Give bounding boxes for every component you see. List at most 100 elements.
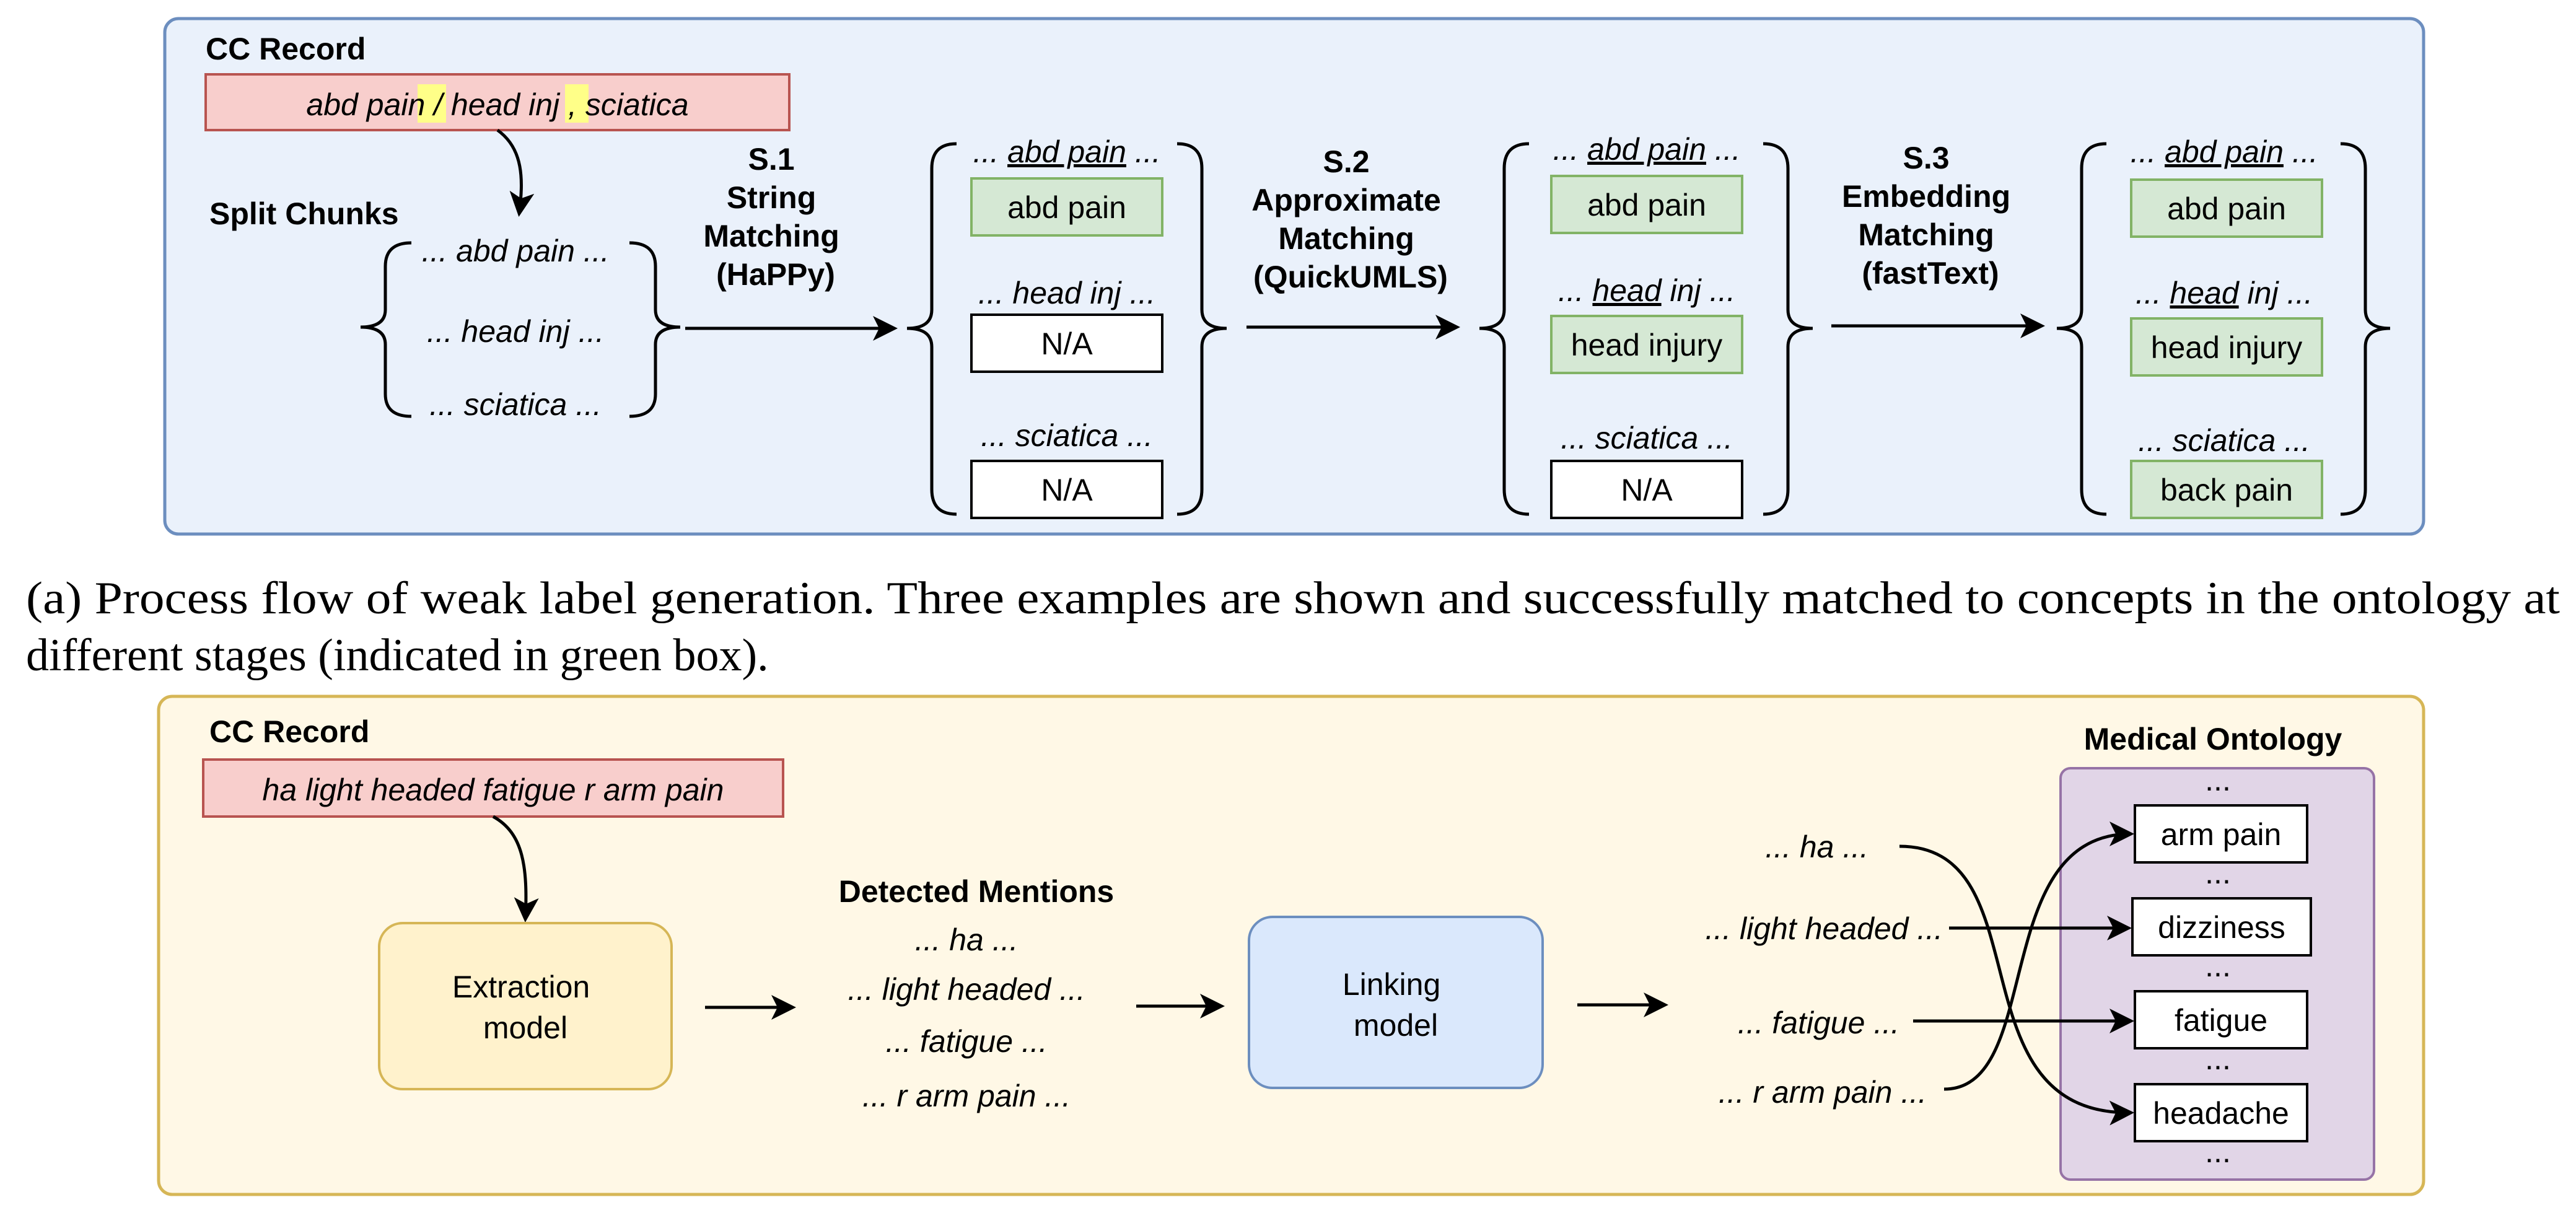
record-part-head-inj: head inj xyxy=(451,87,561,122)
stage3-match-text-2: head injury xyxy=(2151,330,2303,365)
stage2-line-4: (QuickUMLS) xyxy=(1253,260,1448,294)
stage3-match-box-1 xyxy=(2130,178,2323,238)
stage1-left-brace xyxy=(906,142,957,516)
ontology-ellipsis-2: ... xyxy=(2205,856,2231,890)
detected-mentions-label: Detected Mentions xyxy=(839,874,1115,909)
split-chunks-label: Split Chunks xyxy=(209,196,399,231)
stage2-match-text-1: abd pain xyxy=(1587,188,1706,222)
stage1-chunk-sciatica: ... sciatica ... xyxy=(981,418,1153,453)
stage2-match-box-1 xyxy=(1550,175,1743,234)
stage1-na-box-3 xyxy=(970,460,1163,519)
bottom-cc-record-box xyxy=(202,758,784,818)
stage2-na-box-3 xyxy=(1550,460,1743,519)
cc-record-label: CC Record xyxy=(206,32,366,66)
stage2-na-text-3: N/A xyxy=(1621,473,1673,507)
record-to-chunks-arrow xyxy=(496,128,535,217)
chunk-suffix: inj ... xyxy=(1662,273,1735,308)
ontology-concept-fatigue: fatigue xyxy=(2175,1003,2267,1038)
linking-line-2: model xyxy=(1354,1008,1438,1043)
extraction-model-box xyxy=(378,922,673,1090)
separator-highlight-comma xyxy=(565,84,589,123)
stage1-chunk-head-inj: ... head inj ... xyxy=(978,276,1155,310)
stage2-line-2: Approximate xyxy=(1251,183,1441,217)
stage1-line-4: (HaPPy) xyxy=(716,257,835,292)
record-separator-comma: , xyxy=(568,87,577,122)
record-to-extraction-arrow xyxy=(492,815,539,922)
stage2-chunk-head-inj: ... head inj ... xyxy=(1558,273,1735,308)
stage3-line-1: S.3 xyxy=(1903,141,1950,175)
record-part-sciatica: sciatica xyxy=(585,87,689,122)
top-panel-background xyxy=(163,17,2425,536)
stage3-chunk-abd-pain: ... abd pain ... xyxy=(2130,134,2318,169)
linked-mention-ha: ... ha ... xyxy=(1765,830,1868,864)
ontology-concept-arm-pain: arm pain xyxy=(2161,817,2282,852)
stage1-chunk-abd-pain: ... abd pain ... xyxy=(973,134,1160,169)
stage3-chunk-sciatica: ... sciatica ... xyxy=(2138,423,2310,458)
ontology-concept-box-headache xyxy=(2134,1083,2308,1142)
stage2-chunk-sciatica: ... sciatica ... xyxy=(1561,421,1733,455)
stage3-left-brace xyxy=(2056,142,2107,516)
stage1-line-2: String xyxy=(727,180,816,215)
stage3-match-text-3: back pain xyxy=(2160,473,2293,507)
inference-pipeline-panel: CC Record ha light headed fatigue r arm … xyxy=(157,694,2425,1196)
ontology-concept-box-arm-pain xyxy=(2134,804,2308,864)
ontology-concept-dizziness: dizziness xyxy=(2158,910,2285,945)
weak-label-process-panel: CC Record abd pain / head inj , sciatica… xyxy=(163,17,2425,536)
ontology-ellipsis-1: ... xyxy=(2205,763,2231,797)
linked-mention-light-headed: ... light headed ... xyxy=(1705,911,1943,946)
extraction-line-1: Extraction xyxy=(452,970,590,1004)
chunk-underlined-term: head xyxy=(2170,276,2240,310)
chunk-prefix: ... xyxy=(1553,132,1587,167)
mention-r-arm-pain: ... r arm pain ... xyxy=(862,1079,1071,1113)
stage3-match-text-1: abd pain xyxy=(2167,191,2286,226)
stage1-na-text-3: N/A xyxy=(1041,473,1093,507)
chunk-head-inj: ... head inj ... xyxy=(427,314,604,349)
medical-ontology-box xyxy=(2059,767,2375,1181)
mention-light-headed: ... light headed ... xyxy=(848,972,1085,1007)
stage1-match-text-1: abd pain xyxy=(1007,190,1126,225)
mention-ha: ... ha ... xyxy=(915,922,1019,957)
stage2-right-brace xyxy=(1763,142,1813,516)
chunk-prefix: ... xyxy=(2136,276,2170,310)
stage1-label: S.1 String Matching (HaPPy) xyxy=(703,142,848,292)
stage2-left-brace xyxy=(1479,142,1530,516)
stage2-match-text-2: head injury xyxy=(1571,328,1723,362)
caption-a-line-1: (a) Process flow of weak label generatio… xyxy=(26,573,2560,624)
ontology-concept-headache: headache xyxy=(2153,1096,2289,1131)
extraction-line-2: model xyxy=(483,1010,567,1045)
ontology-ellipsis-4: ... xyxy=(2205,1041,2231,1076)
stage1-match-box-1 xyxy=(970,177,1163,237)
stage1-na-text-2: N/A xyxy=(1041,326,1093,361)
chunk-sciatica: ... sciatica ... xyxy=(429,387,602,422)
chunk-underlined-term: abd pain xyxy=(1587,132,1706,167)
stage3-results-group: ... abd pain ... abd pain ... head inj .… xyxy=(2056,134,2391,519)
chunks-right-brace xyxy=(629,241,681,418)
chunk-underlined-term: head xyxy=(1592,273,1662,308)
chunk-underlined-term: abd pain xyxy=(2165,134,2284,169)
linking-model-box xyxy=(1248,916,1544,1089)
mention-fatigue: ... fatigue ... xyxy=(885,1024,1047,1059)
linking-line-1: Linking xyxy=(1343,967,1440,1002)
ontology-concept-box-fatigue xyxy=(2134,990,2308,1049)
stage3-match-box-3 xyxy=(2130,460,2323,519)
cc-record-box: abd pain / head inj , sciatica xyxy=(204,73,791,131)
chunk-suffix: ... xyxy=(1706,132,1741,167)
stage1-na-box-2 xyxy=(970,313,1163,373)
linked-mention-fatigue: ... fatigue ... xyxy=(1738,1006,1899,1040)
stage3-label: S.3 Embedding Matching (fastText) xyxy=(1842,141,2019,291)
linked-mention-r-arm-pain: ... r arm pain ... xyxy=(1719,1075,1927,1110)
extraction-model-label: Extraction model xyxy=(452,970,598,1045)
record-part-abd-pain: abd pain xyxy=(306,87,425,122)
stage2-line-3: Matching xyxy=(1278,221,1414,256)
chunk-underlined-term: abd pain xyxy=(1007,134,1126,169)
stage1-right-brace xyxy=(1176,142,1227,516)
stage3-line-4: (fastText) xyxy=(1862,256,1999,291)
stage1-line-3: Matching xyxy=(703,219,839,253)
stage2-label: S.2 Approximate Matching (QuickUMLS) xyxy=(1251,144,1450,294)
cc-record-background xyxy=(204,73,791,131)
bottom-cc-record-label: CC Record xyxy=(209,714,369,749)
chunk-prefix: ... xyxy=(1558,273,1593,308)
medical-ontology-label: Medical Ontology xyxy=(2084,722,2342,756)
stage1-results-group: ... abd pain ... abd pain ... head inj .… xyxy=(906,134,1227,519)
